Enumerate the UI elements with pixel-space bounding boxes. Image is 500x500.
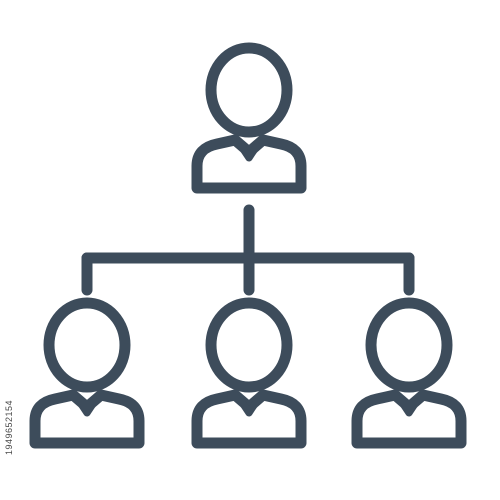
connector-lines [81, 204, 415, 296]
stock-id-label: 1949652154 [4, 399, 14, 455]
icon-strokes [35, 48, 461, 443]
person-bottom-center-icon [197, 303, 301, 443]
person-top-icon [197, 48, 301, 188]
person-bottom-right-icon [357, 303, 461, 443]
person-bottom-left-icon [35, 303, 139, 443]
